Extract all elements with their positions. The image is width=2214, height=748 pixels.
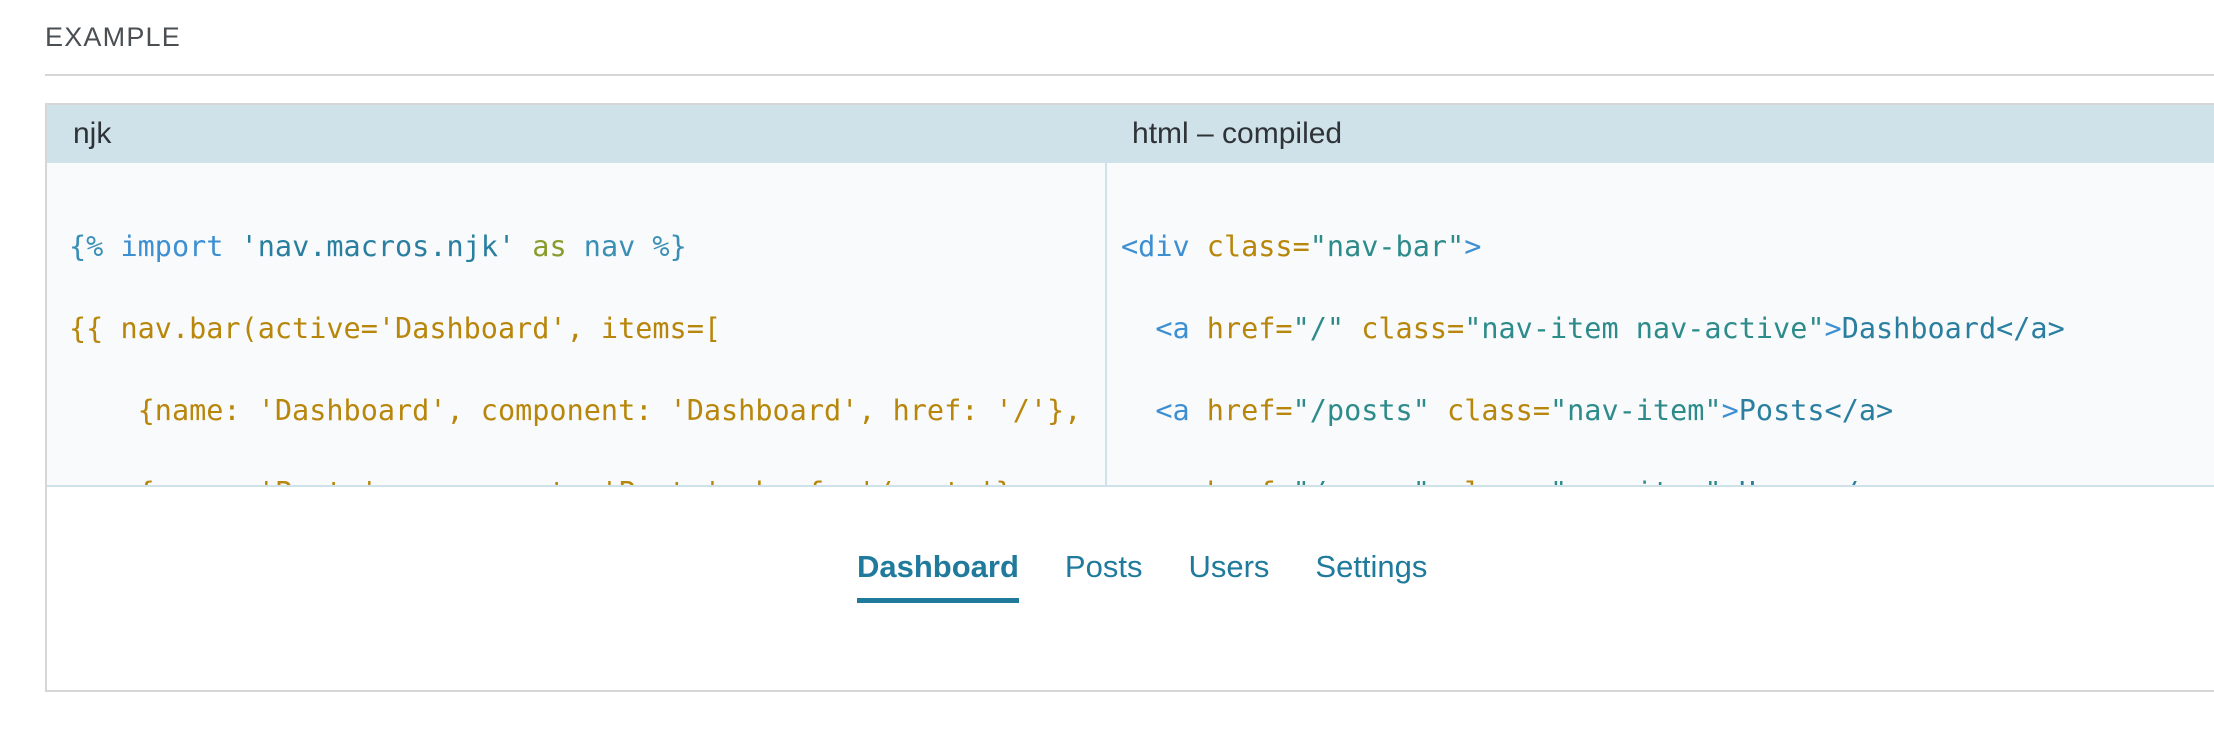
example-box: njk html – compiled {% import 'nav.macro… bbox=[45, 103, 2214, 692]
code-token: class= bbox=[1189, 230, 1310, 263]
code-token: "/" bbox=[1292, 312, 1345, 345]
code-pane-njk[interactable]: {% import 'nav.macros.njk' as nav %} {{ … bbox=[47, 163, 1107, 485]
nav-item-users[interactable]: Users bbox=[1188, 549, 1270, 584]
code-line: {{ nav.bar(active='Dashboard', items=[ bbox=[69, 312, 722, 345]
code-token: <a bbox=[1121, 394, 1190, 427]
code-line: <a href="/posts" class="nav-item">Posts<… bbox=[1121, 390, 2214, 431]
pane-header-row: njk html – compiled bbox=[47, 105, 2214, 163]
nav-item-dashboard[interactable]: Dashboard bbox=[857, 549, 1019, 603]
code-token: "nav-item" bbox=[1550, 476, 1722, 485]
nav-item-posts[interactable]: Posts bbox=[1064, 549, 1143, 584]
code-line: {% import 'nav.macros.njk' as nav %} bbox=[69, 226, 1105, 267]
code-token: Posts</a> bbox=[1738, 394, 1894, 427]
section-label: EXAMPLE bbox=[45, 22, 181, 52]
code-token: <div bbox=[1121, 230, 1190, 263]
pane-title-html-compiled: html – compiled bbox=[1106, 105, 2214, 163]
pane-body-row: {% import 'nav.macros.njk' as nav %} {{ … bbox=[47, 163, 2214, 487]
code-line: {name: 'Posts', component: 'Posts', href… bbox=[69, 472, 1105, 485]
code-token: > bbox=[1721, 394, 1739, 427]
rendered-preview: Dashboard Posts Users Settings bbox=[47, 487, 2214, 690]
code-token: "nav-item" bbox=[1549, 394, 1722, 427]
code-token: > bbox=[1464, 230, 1482, 263]
code-token: "/users" bbox=[1293, 476, 1430, 485]
code-token: "nav-item nav-active" bbox=[1464, 312, 1825, 345]
code-line: <div class="nav-bar"> bbox=[1121, 226, 2214, 267]
code-pane-html[interactable]: <div class="nav-bar"> <a href="/" class=… bbox=[1107, 163, 2214, 485]
code-token: {% bbox=[69, 230, 104, 263]
code-token: class= bbox=[1344, 312, 1465, 345]
code-token: <a bbox=[1121, 476, 1189, 485]
code-token: %} bbox=[635, 230, 687, 263]
code-token: class= bbox=[1429, 394, 1550, 427]
code-token: 'nav.macros.njk' bbox=[223, 230, 516, 263]
code-token: "nav-bar" bbox=[1309, 230, 1465, 263]
code-line: <a href="/" class="nav-item nav-active">… bbox=[1121, 308, 2214, 349]
code-token: class= bbox=[1430, 476, 1550, 485]
code-token: Dashboard</a> bbox=[1841, 312, 2065, 345]
code-token: > bbox=[1824, 312, 1842, 345]
code-token: href= bbox=[1189, 394, 1293, 427]
code-token: "/posts" bbox=[1292, 394, 1430, 427]
code-line: <a href="/users" class="nav-item">Users<… bbox=[1121, 472, 2214, 485]
section-divider bbox=[45, 74, 2214, 76]
code-token: as bbox=[515, 230, 567, 263]
code-token: Users</a> bbox=[1739, 476, 1893, 485]
pane-title-njk: njk bbox=[47, 105, 1107, 163]
nav-item-settings[interactable]: Settings bbox=[1315, 549, 1428, 584]
code-token: > bbox=[1722, 476, 1739, 485]
code-token: <a bbox=[1121, 312, 1190, 345]
code-token: href= bbox=[1189, 312, 1293, 345]
code-line: {name: 'Dashboard', component: 'Dashboar… bbox=[69, 394, 1082, 427]
nav-bar: Dashboard Posts Users Settings bbox=[857, 549, 1427, 603]
njk-code-block: {% import 'nav.macros.njk' as nav %} {{ … bbox=[47, 163, 1105, 485]
code-token: href= bbox=[1190, 476, 1293, 485]
html-code-block: <div class="nav-bar"> <a href="/" class=… bbox=[1107, 163, 2214, 485]
code-token: nav bbox=[566, 230, 636, 263]
code-token: import bbox=[103, 230, 224, 263]
